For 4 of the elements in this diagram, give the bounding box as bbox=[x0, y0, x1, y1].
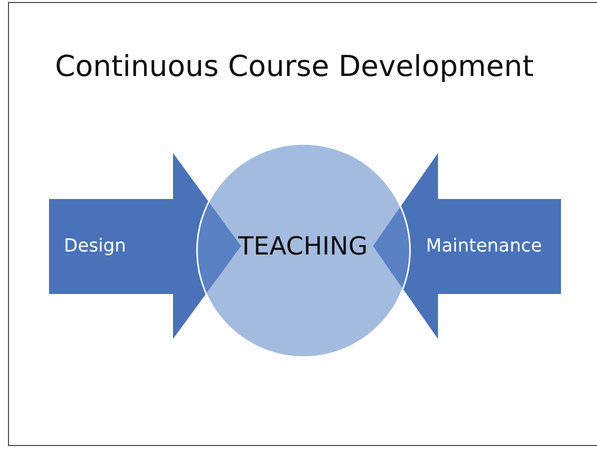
title: Continuous Course Development bbox=[55, 49, 534, 83]
node-label: Maintenance bbox=[426, 236, 542, 256]
node-label: TEACHING bbox=[238, 232, 368, 260]
node-label: Design bbox=[64, 236, 126, 256]
